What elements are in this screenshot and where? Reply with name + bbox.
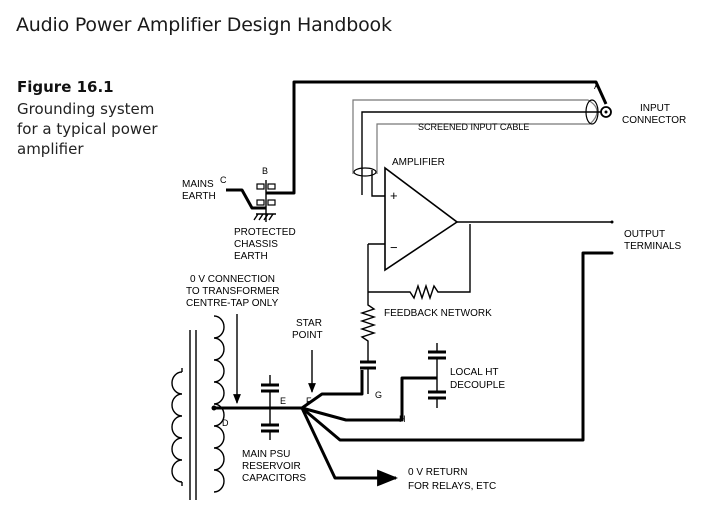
reservoir-capacitors [261, 375, 279, 440]
wire-star-to-g [301, 370, 364, 410]
transformer-symbol [171, 315, 225, 500]
label-output-1: OUTPUT [624, 229, 665, 240]
local-ht-decouple-capacitors [428, 343, 446, 408]
label-0v-2: TO TRANSFORMER [186, 286, 280, 297]
label-output-2: TERMINALS [624, 241, 682, 252]
node-c: C [220, 175, 227, 185]
wire-mains-earth [226, 188, 266, 210]
wire-chassis-to-input [266, 80, 608, 195]
wire-star-to-relays [300, 407, 399, 487]
minus-sign: − [390, 240, 398, 255]
label-0v-1: 0 V CONNECTION [190, 274, 275, 285]
node-e: E [280, 396, 286, 406]
protected-chassis-earth [253, 180, 276, 222]
label-return-1: 0 V RETURN [408, 467, 467, 478]
label-protected-2: CHASSIS [234, 239, 278, 250]
label-mains-earth-2: EARTH [182, 191, 216, 202]
figure-number: Figure 16.1 [17, 78, 114, 96]
wire-star-to-output [301, 251, 612, 442]
label-psu-2: RESERVOIR [242, 461, 301, 472]
label-input-1: INPUT [640, 103, 670, 114]
node-h: H [399, 414, 406, 424]
node-f: F [306, 396, 312, 406]
label-protected-1: PROTECTED [234, 227, 296, 238]
wire-star-to-h [301, 376, 437, 422]
label-star-2: POINT [292, 330, 323, 341]
label-local-2: DECOUPLE [450, 380, 505, 391]
feedback-network [359, 224, 471, 394]
label-cable: SCREENED INPUT CABLE [418, 122, 529, 132]
label-amplifier: AMPLIFIER [392, 157, 445, 168]
node-b: B [262, 166, 268, 176]
node-g: G [375, 390, 382, 400]
label-psu-1: MAIN PSU [242, 449, 290, 460]
node-a: A [594, 81, 600, 91]
screened-input-cable [352, 99, 605, 197]
label-return-2: FOR RELAYS, ETC [408, 481, 496, 492]
node-d: D [222, 418, 229, 428]
label-protected-3: EARTH [234, 251, 268, 262]
amplifier-triangle [384, 166, 459, 272]
figure-caption: Grounding system for a typical power amp… [17, 100, 158, 158]
plus-sign: + [390, 188, 398, 203]
book-title: Audio Power Amplifier Design Handbook [16, 14, 392, 36]
label-input-2: CONNECTOR [622, 115, 686, 126]
label-psu-3: CAPACITORS [242, 473, 306, 484]
label-local-1: LOCAL HT [450, 367, 499, 378]
label-mains-earth-1: MAINS [182, 179, 214, 190]
label-feedback: FEEDBACK NETWORK [384, 308, 492, 319]
label-0v-3: CENTRE-TAP ONLY [186, 298, 279, 309]
label-star-1: STAR [296, 318, 322, 329]
node-d-dot [211, 405, 217, 411]
